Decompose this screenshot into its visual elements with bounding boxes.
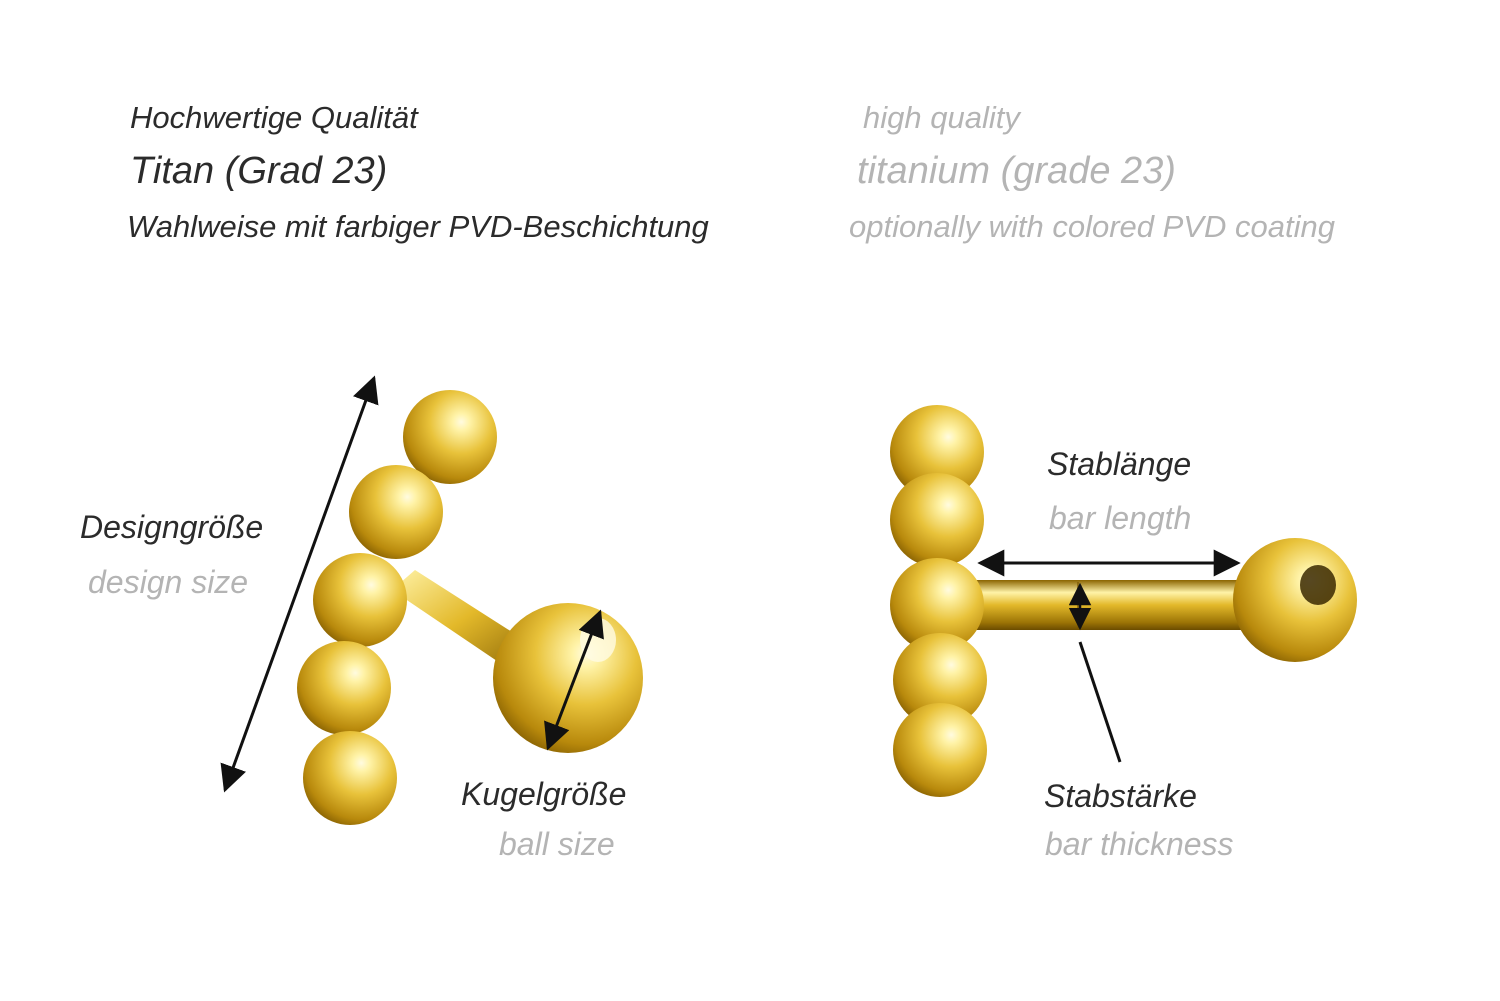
right-ball-3 — [890, 558, 984, 652]
bar-thickness-label-de: Stabstärke — [1044, 778, 1197, 814]
left-big-ball — [493, 603, 643, 753]
right-ball-2 — [890, 473, 984, 567]
bar-length-label-en: bar length — [1049, 500, 1192, 536]
left-ball-5 — [303, 731, 397, 825]
material-en: titanium (grade 23) — [857, 150, 1176, 192]
bar-thickness-leader — [1078, 641, 1122, 763]
right-ball-4 — [893, 633, 987, 727]
coating-de: Wahlweise mit farbiger PVD-Beschichtung — [127, 209, 709, 244]
left-ball-1 — [403, 390, 497, 484]
bar-thickness-label-en: bar thickness — [1045, 826, 1234, 862]
right-big-ball — [1233, 538, 1357, 662]
left-big-ball-highlight — [580, 618, 616, 662]
right-big-ball-shadow — [1300, 565, 1336, 605]
right-ball-5 — [893, 703, 987, 797]
left-ball-3 — [313, 553, 407, 647]
left-ball-2 — [349, 465, 443, 559]
ball-size-arrow — [544, 609, 604, 751]
design-size-label-en: design size — [88, 564, 249, 600]
ball-size-label-de: Kugelgröße — [461, 776, 627, 812]
quality-de: Hochwertige Qualität — [130, 100, 418, 135]
quality-en: high quality — [863, 100, 1020, 135]
coating-en: optionally with colored PVD coating — [849, 209, 1335, 244]
bar-length-label-de: Stablänge — [1047, 446, 1192, 482]
material-de: Titan (Grad 23) — [130, 150, 388, 192]
right-piercing — [890, 405, 1357, 797]
right-bar — [970, 580, 1245, 630]
ball-size-label-en: ball size — [499, 826, 615, 862]
design-size-arrow — [220, 375, 379, 793]
design-size-label-de: Designgröße — [80, 509, 264, 545]
right-ball-1 — [890, 405, 984, 499]
left-ball-4 — [297, 641, 391, 735]
left-piercing — [220, 375, 643, 825]
